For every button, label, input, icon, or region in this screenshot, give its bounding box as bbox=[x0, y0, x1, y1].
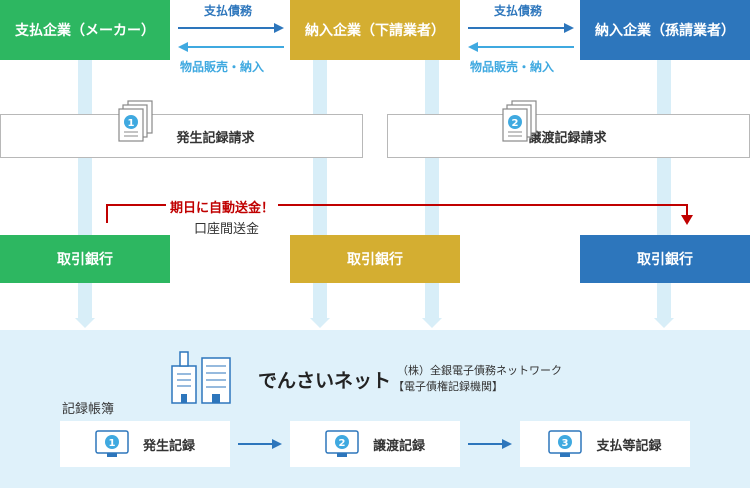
payer-bank-label: 取引銀行 bbox=[57, 252, 113, 268]
supplier-company-label: 納入企業（下請業者） bbox=[305, 23, 445, 39]
supplier-bank-box: 取引銀行 bbox=[290, 235, 460, 283]
supplier-company-box: 納入企業（下請業者） bbox=[290, 0, 460, 60]
subsupplier-company-label: 納入企業（孫請業者） bbox=[595, 23, 735, 39]
subsupplier-stream-arrow bbox=[654, 318, 674, 328]
issue-request-box: 発生記録請求 bbox=[0, 114, 363, 158]
pay-label-1: 支払債務 bbox=[204, 4, 253, 18]
supplier-bank-label: 取引銀行 bbox=[347, 252, 403, 268]
payer-stream-arrow bbox=[75, 318, 95, 328]
flow-arrows bbox=[178, 23, 574, 52]
ledger-label: 記録帳簿 bbox=[62, 402, 115, 417]
record-arrow-1 bbox=[238, 439, 282, 449]
supplier-stream-b-arrow bbox=[422, 318, 442, 328]
subsupplier-bank-box: 取引銀行 bbox=[580, 235, 750, 283]
account-transfer-label: 口座間送金 bbox=[194, 222, 260, 237]
goods-label-2: 物品販売・納入 bbox=[470, 60, 555, 74]
payer-company-box: 支払企業（メーカー） bbox=[0, 0, 170, 60]
pay-label-2: 支払債務 bbox=[494, 4, 543, 18]
record-transfer-badge: 2 bbox=[339, 438, 346, 449]
building-icon bbox=[171, 351, 231, 404]
network-name: でんさいネット bbox=[258, 370, 392, 392]
issue-badge-number: 1 bbox=[128, 118, 135, 129]
goods-arrow-2 bbox=[468, 42, 574, 52]
record-box-transfer: 2 譲渡記録 bbox=[290, 421, 460, 467]
network-org-line2: 【電子債権記録機関】 bbox=[393, 380, 503, 393]
auto-transfer-label: 期日に自動送金！ bbox=[166, 197, 279, 216]
monitor-icon: 1 bbox=[95, 430, 129, 457]
goods-arrow-1 bbox=[178, 42, 284, 52]
record-issue-badge: 1 bbox=[109, 438, 116, 449]
record-arrows bbox=[238, 439, 512, 449]
auto-transfer-line bbox=[106, 204, 693, 225]
transfer-badge-number: 2 bbox=[512, 118, 519, 129]
monitor-icon: 2 bbox=[325, 430, 359, 457]
transfer-document-icon: 2 bbox=[502, 100, 537, 142]
subsupplier-company-box: 納入企業（孫請業者） bbox=[580, 0, 750, 60]
record-payment-label: 支払等記録 bbox=[596, 438, 662, 454]
pay-arrow-1 bbox=[178, 23, 284, 33]
record-payment-badge: 3 bbox=[562, 438, 569, 449]
record-transfer-label: 譲渡記録 bbox=[372, 438, 425, 454]
payer-company-label: 支払企業（メーカー） bbox=[15, 23, 155, 39]
transfer-request-label: 譲渡記録請求 bbox=[528, 130, 607, 146]
record-issue-label: 発生記録 bbox=[142, 438, 195, 454]
subsupplier-bank-label: 取引銀行 bbox=[637, 252, 693, 268]
pay-arrow-2 bbox=[468, 23, 574, 33]
record-box-payment: 3 支払等記録 bbox=[520, 421, 690, 467]
record-box-issue: 1 発生記録 bbox=[60, 421, 230, 467]
supplier-stream-a-arrow bbox=[310, 318, 330, 328]
monitor-icon: 3 bbox=[548, 430, 583, 457]
issue-document-icon: 1 bbox=[118, 100, 153, 142]
issue-request-label: 発生記録請求 bbox=[176, 130, 255, 146]
network-org-line1: （株）全銀電子債務ネットワーク bbox=[397, 364, 562, 377]
payer-bank-box: 取引銀行 bbox=[0, 235, 170, 283]
record-arrow-2 bbox=[468, 439, 512, 449]
goods-label-1: 物品販売・納入 bbox=[180, 60, 265, 74]
transfer-request-box: 譲渡記録請求 bbox=[387, 114, 750, 158]
